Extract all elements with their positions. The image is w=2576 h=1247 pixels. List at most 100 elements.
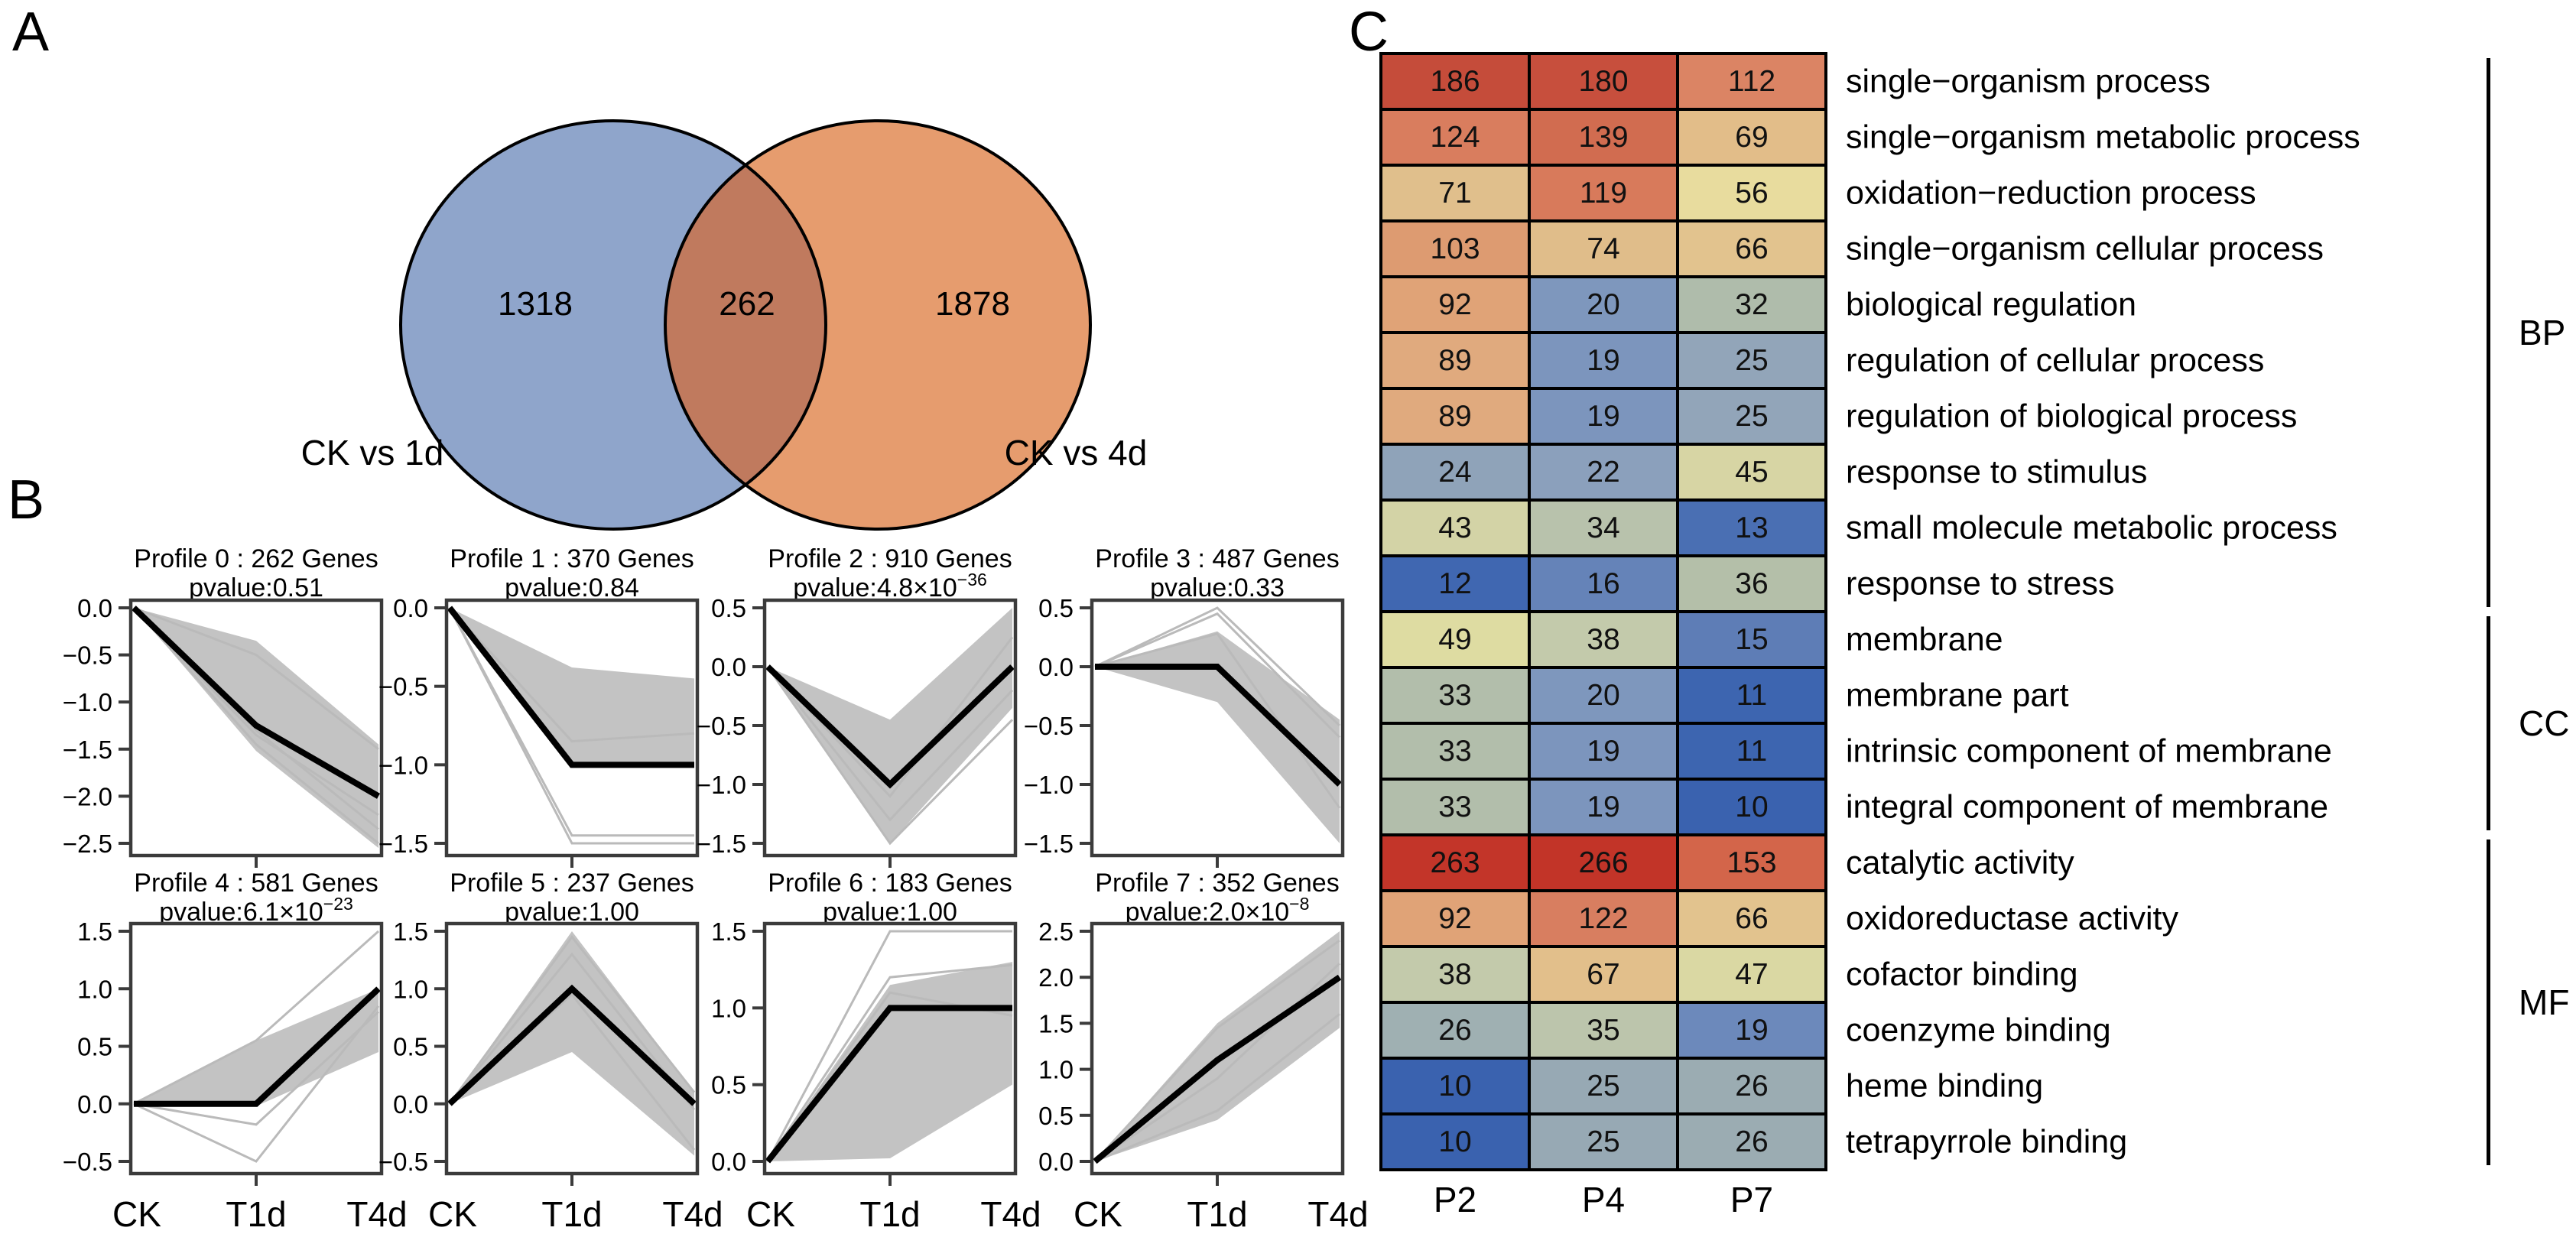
y-tick-label: 1.5 [711,917,746,946]
gene-trace-line [133,1005,380,1163]
heatmap-cell: 11 [1679,669,1824,722]
profile-model-line [766,664,1014,789]
x-axis-label: T1d [541,1194,602,1234]
y-tick-label: −2.0 [63,782,112,810]
heatmap-cell: 15 [1679,613,1824,666]
x-axis-label: CK [1074,1194,1122,1234]
y-tick-label: 0.0 [711,1148,746,1176]
heatmap-cell: 71 [1382,167,1528,219]
heatmap-cell: 124 [1382,111,1528,164]
venn-left-label: CK vs 1d [301,433,444,472]
heatmap-cell: 36 [1679,557,1824,610]
y-tick-label: 1.5 [1038,1009,1074,1038]
heatmap-cell: 74 [1531,222,1676,275]
y-tick-label: 0.5 [711,1071,746,1099]
profile-pvalue: pvalue:6.1×10−23 [159,894,353,927]
heatmap-cell: 10 [1382,1115,1528,1168]
heatmap-row-label: catalytic activity [1846,844,2074,881]
heatmap-cell: 25 [1531,1060,1676,1112]
gene-trace-line [1093,939,1340,1163]
y-tick-label: −1.5 [378,830,428,858]
heatmap-row-label: regulation of cellular process [1846,342,2265,378]
heatmap-column-label: P4 [1581,1180,1626,1219]
y-tick-label: 1.0 [711,994,746,1022]
go-category-bracket [2487,616,2490,830]
heatmap-cell: 56 [1679,167,1824,219]
gene-trace-line [766,666,1014,822]
profile-title: Profile 2 : 910 Genes [768,544,1012,573]
profile-model-line [1095,664,1341,787]
go-category-label: BP [2519,313,2566,352]
y-tick-label: 0.0 [1038,653,1074,681]
x-axis-label: T4d [1307,1194,1368,1234]
x-axis-label: T4d [346,1194,407,1234]
heatmap-cell: 92 [1382,892,1528,945]
heatmap-cell: 19 [1531,725,1676,778]
heatmap-cell: 16 [1531,557,1676,610]
venn-right-label: CK vs 4d [1005,433,1148,472]
venn-left-outline [399,119,827,531]
y-tick-label: 1.0 [393,975,428,1003]
y-tick-label: 0.0 [77,594,112,622]
heatmap-row-label: biological regulation [1846,286,2137,323]
profile-title: Profile 0 : 262 Genes [134,544,378,573]
gene-trace-line [1094,1013,1340,1163]
panel-a-letter: A [12,2,50,63]
profile-plot-3: Profile 3 : 487 Genespvalue:0.330.50.0−0… [1024,544,1345,868]
go-category-label: CC [2519,703,2570,743]
gene-band [768,608,1012,843]
heatmap-cell: 10 [1679,781,1824,833]
x-axis-label: T4d [662,1194,723,1234]
heatmap-cell: 67 [1531,948,1676,1001]
heatmap-row-label: small molecule metabolic process [1846,509,2337,546]
heatmap-cell: 180 [1531,55,1676,108]
profile-pvalue: pvalue:1.00 [505,898,639,927]
heatmap-cell: 263 [1382,836,1528,889]
y-tick-label: 0.0 [393,1090,428,1119]
heatmap-cell: 43 [1382,502,1528,554]
profile-title: Profile 1 : 370 Genes [450,544,694,573]
y-tick-label: 2.0 [1038,963,1074,992]
gene-trace-line [448,606,695,743]
y-tick-label: −1.0 [378,751,428,779]
heatmap-cell: 20 [1531,669,1676,722]
heatmap-row-label: oxidation−reduction process [1846,174,2256,211]
heatmap-cell: 33 [1382,725,1528,778]
x-axis-label: T1d [226,1194,286,1234]
heatmap-row-label: response to stimulus [1846,453,2148,490]
heatmap-cell: 26 [1679,1115,1824,1168]
profile-model-line [448,606,694,768]
gene-band [768,962,1012,1161]
heatmap-row-label: oxidoreductase activity [1846,900,2178,937]
heatmap-cell: 13 [1679,502,1824,554]
venn-right-count: 1878 [935,285,1010,323]
profile-plot-4: Profile 4 : 581 Genespvalue:6.1×10−231.5… [63,869,408,1234]
heatmap-cell: 139 [1531,111,1676,164]
y-tick-label: −2.5 [63,830,112,858]
heatmap-cell: 38 [1531,613,1676,666]
gene-band [450,608,694,768]
x-axis-label: CK [746,1194,795,1234]
profile-title: Profile 5 : 237 Genes [450,869,694,898]
heatmap-cell: 22 [1531,446,1676,498]
profile-pvalue: pvalue:1.00 [823,898,957,927]
y-tick-label: 1.0 [77,975,112,1003]
heatmap-cell: 89 [1382,390,1528,443]
heatmap-row-label: heme binding [1846,1067,2044,1104]
panel-b-letter: B [8,469,45,531]
heatmap-row-label: cofactor binding [1846,956,2078,992]
profile-model-line [134,986,380,1107]
panel-c-letter: C [1349,2,1389,63]
heatmap-cell: 49 [1382,613,1528,666]
heatmap-cell: 266 [1531,836,1676,889]
profile-model-line [1093,974,1341,1164]
y-tick-label: −1.0 [63,688,112,716]
profile-pvalue: pvalue:2.0×10−8 [1126,894,1310,927]
go-category-label: MF [2519,982,2570,1022]
go-category-bracket [2487,58,2490,607]
gene-band [1095,631,1340,843]
y-tick-label: 0.0 [711,653,746,681]
go-category-bracket [2487,839,2490,1165]
